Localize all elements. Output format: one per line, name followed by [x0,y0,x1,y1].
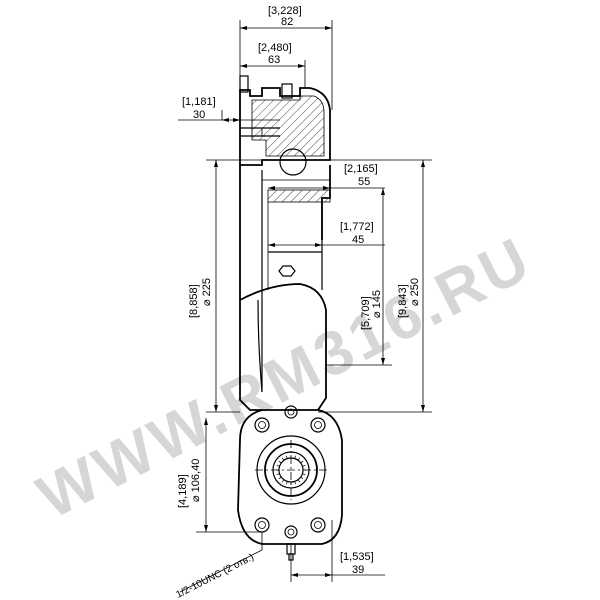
dim-inner-width-mm: 63 [268,54,280,66]
watermark: WWW.RM316.RU [27,224,543,532]
spline-tooth [276,473,280,475]
spline-tooth [302,465,306,467]
arrowhead [381,358,385,365]
arrowhead [291,573,298,577]
spline-tooth [281,479,285,483]
arrowhead [421,160,425,167]
arrowhead [381,188,385,195]
arrowhead [268,243,275,247]
spline-tooth [281,457,285,461]
dim-shaft-offset-mm: 45 [352,234,364,246]
part-body [239,75,331,411]
arrowhead [204,525,208,532]
spline-tooth [286,481,288,485]
spline-tooth [286,455,288,459]
dim-flange-offset-inch: [1,181] [182,96,216,108]
dim-pitch-diameter-inch: [8,858] [188,284,200,318]
bolt-holes [254,405,326,539]
dim-outer-diameter-inch: [9,843] [397,284,409,318]
arrowhead [240,64,247,68]
dim-bottom-offset-mm: 39 [352,564,364,576]
spline-tooth [278,460,282,464]
dim-shaft-offset-inch: [1,772] [340,221,374,233]
arrowhead [325,573,332,577]
spline-tooth [297,479,301,483]
spline-tooth [276,465,280,467]
thread-callout: 1/2-10UNC (2 отв.) [174,552,255,600]
spline-tooth [297,457,301,461]
arrowhead [204,418,208,425]
arrowhead [214,160,218,167]
arrowhead [214,405,218,412]
dim-mount-diameter-mm: ⌀ 106,40 [190,459,202,502]
arrowhead [315,243,322,247]
spline-tooth [294,481,296,485]
dim-overall-width-inch: [3,228] [268,5,302,17]
grease-nipple [278,265,296,277]
dimension-lines [178,20,432,593]
dim-flange-offset-mm: 30 [193,109,205,121]
dim-pitch-diameter-mm: ⌀ 225 [201,278,213,306]
arrowhead [268,186,275,190]
arrowhead [240,26,247,30]
spline-tooth [300,460,304,464]
spline-tooth [294,455,296,459]
arrowhead [233,118,240,122]
dim-inner-diameter-inch: [5,709] [360,296,372,330]
dim-overall-width-mm: 82 [281,16,293,28]
watermark-text: WWW.RM316.RU [27,224,543,532]
dim-inner-width-inch: [2,480] [258,42,292,54]
dim-hub-width-inch: [2,165] [344,163,378,175]
dim-inner-diameter-mm: ⌀ 145 [371,290,383,318]
spline-tooth [300,476,304,480]
dim-outer-diameter-mm: ⌀ 250 [409,278,421,306]
dim-mount-diameter-inch: [4,189] [177,474,189,508]
arrowhead [323,186,330,190]
arrowhead [325,26,332,30]
arrowhead [222,118,229,122]
spline-tooth [278,476,282,480]
arrowheads [204,26,425,577]
dim-bottom-offset-inch: [1,535] [340,551,374,563]
spline-tooth [302,473,306,475]
arrowhead [298,64,305,68]
dim-hub-width-mm: 55 [358,176,370,188]
arrowhead [421,405,425,412]
